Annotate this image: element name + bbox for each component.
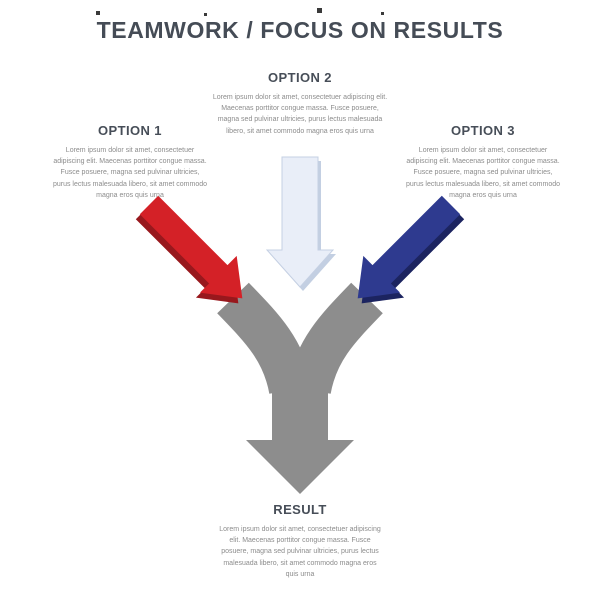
- decorative-dot: [96, 11, 100, 15]
- page-title: TEAMWORK / FOCUS ON RESULTS: [96, 17, 504, 43]
- option-3-block: OPTION 3 Lorem ipsum dolor sit amet, con…: [405, 123, 561, 201]
- option-1-block: OPTION 1 Lorem ipsum dolor sit amet, con…: [52, 123, 208, 201]
- arrow-shape: [357, 195, 461, 299]
- option-2-text: Lorem ipsum dolor sit amet, consectetuer…: [212, 94, 388, 135]
- result-merge-arrow: [217, 282, 383, 494]
- merge-arrowhead: [246, 440, 354, 494]
- option-3-arrow: [357, 195, 461, 299]
- option-2-block: OPTION 2 Lorem ipsum dolor sit amet, con…: [212, 70, 388, 137]
- decorative-dot: [317, 8, 322, 13]
- result-block: RESULT Lorem ipsum dolor sit amet, conse…: [218, 502, 382, 580]
- option-2-heading: OPTION 2: [268, 70, 332, 85]
- option-1-text: Lorem ipsum dolor sit amet, consectetuer…: [52, 147, 208, 199]
- result-heading: RESULT: [273, 502, 327, 517]
- arrow-shape: [139, 195, 243, 299]
- decorative-dot: [381, 12, 384, 15]
- result-text: Lorem ipsum dolor sit amet, consectetuer…: [219, 526, 381, 578]
- option-3-heading: OPTION 3: [451, 123, 515, 138]
- option-2-arrow: [265, 156, 335, 288]
- option-1-heading: OPTION 1: [98, 123, 162, 138]
- decorative-dot: [204, 13, 207, 16]
- option-1-arrow: [139, 195, 243, 299]
- arrow-shape: [265, 156, 335, 288]
- merge-stem: [272, 358, 328, 442]
- option-3-text: Lorem ipsum dolor sit amet, consectetuer…: [405, 147, 561, 199]
